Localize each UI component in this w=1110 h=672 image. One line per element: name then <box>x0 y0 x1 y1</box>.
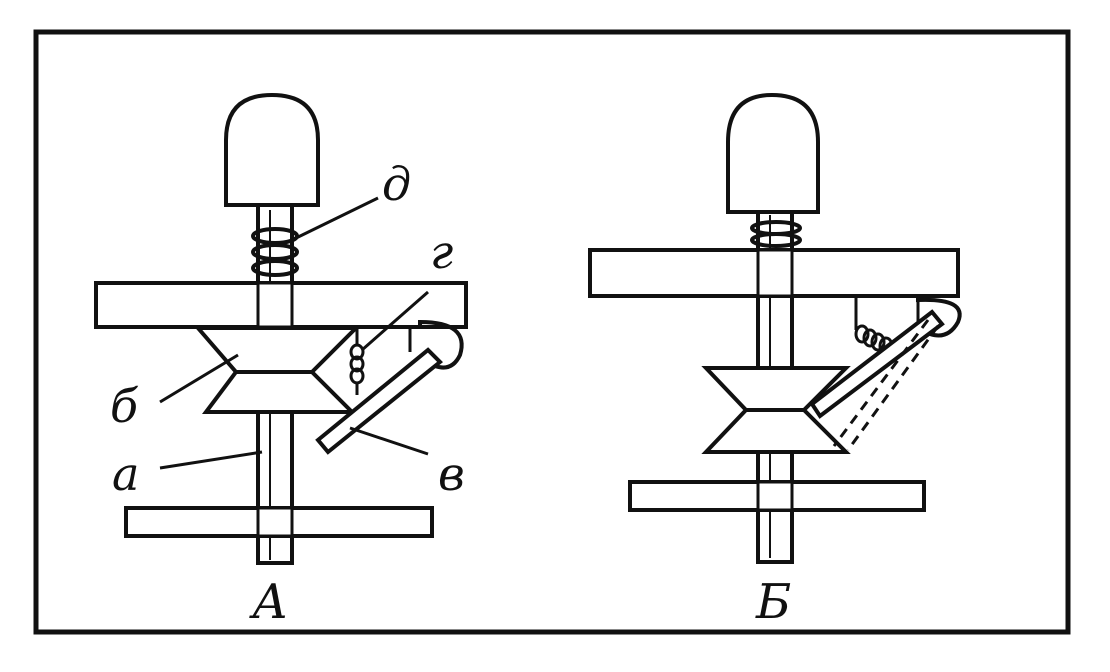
panel-b-top-spring <box>750 220 802 248</box>
label-line-d <box>291 196 379 242</box>
panel-a-top-spring <box>251 227 299 277</box>
panel-b: Б <box>588 92 962 630</box>
panel-a: д г б а в А <box>94 92 468 630</box>
figure-frame <box>33 29 1071 635</box>
label-v: в <box>438 447 465 501</box>
label-a: а <box>112 447 139 501</box>
panel-a-knob <box>224 92 320 207</box>
label-g: г <box>430 225 453 279</box>
caption-panel-a: А <box>249 574 288 630</box>
panel-a-lever <box>315 347 443 455</box>
panel-a-coil-spring <box>349 327 365 395</box>
panel-b-hinge-bracket <box>916 296 962 338</box>
label-d: д <box>382 157 411 211</box>
label-line-v <box>349 426 429 456</box>
label-line-b <box>159 353 239 404</box>
label-line-g <box>361 290 429 352</box>
label-b: б <box>110 379 139 433</box>
caption-panel-b: Б <box>755 574 791 630</box>
label-line-a <box>159 450 263 470</box>
panel-b-lever <box>809 309 945 419</box>
panel-b-lever-ghost <box>832 319 940 451</box>
panel-b-knob <box>726 92 820 214</box>
panel-a-hinge-bracket <box>418 319 464 370</box>
